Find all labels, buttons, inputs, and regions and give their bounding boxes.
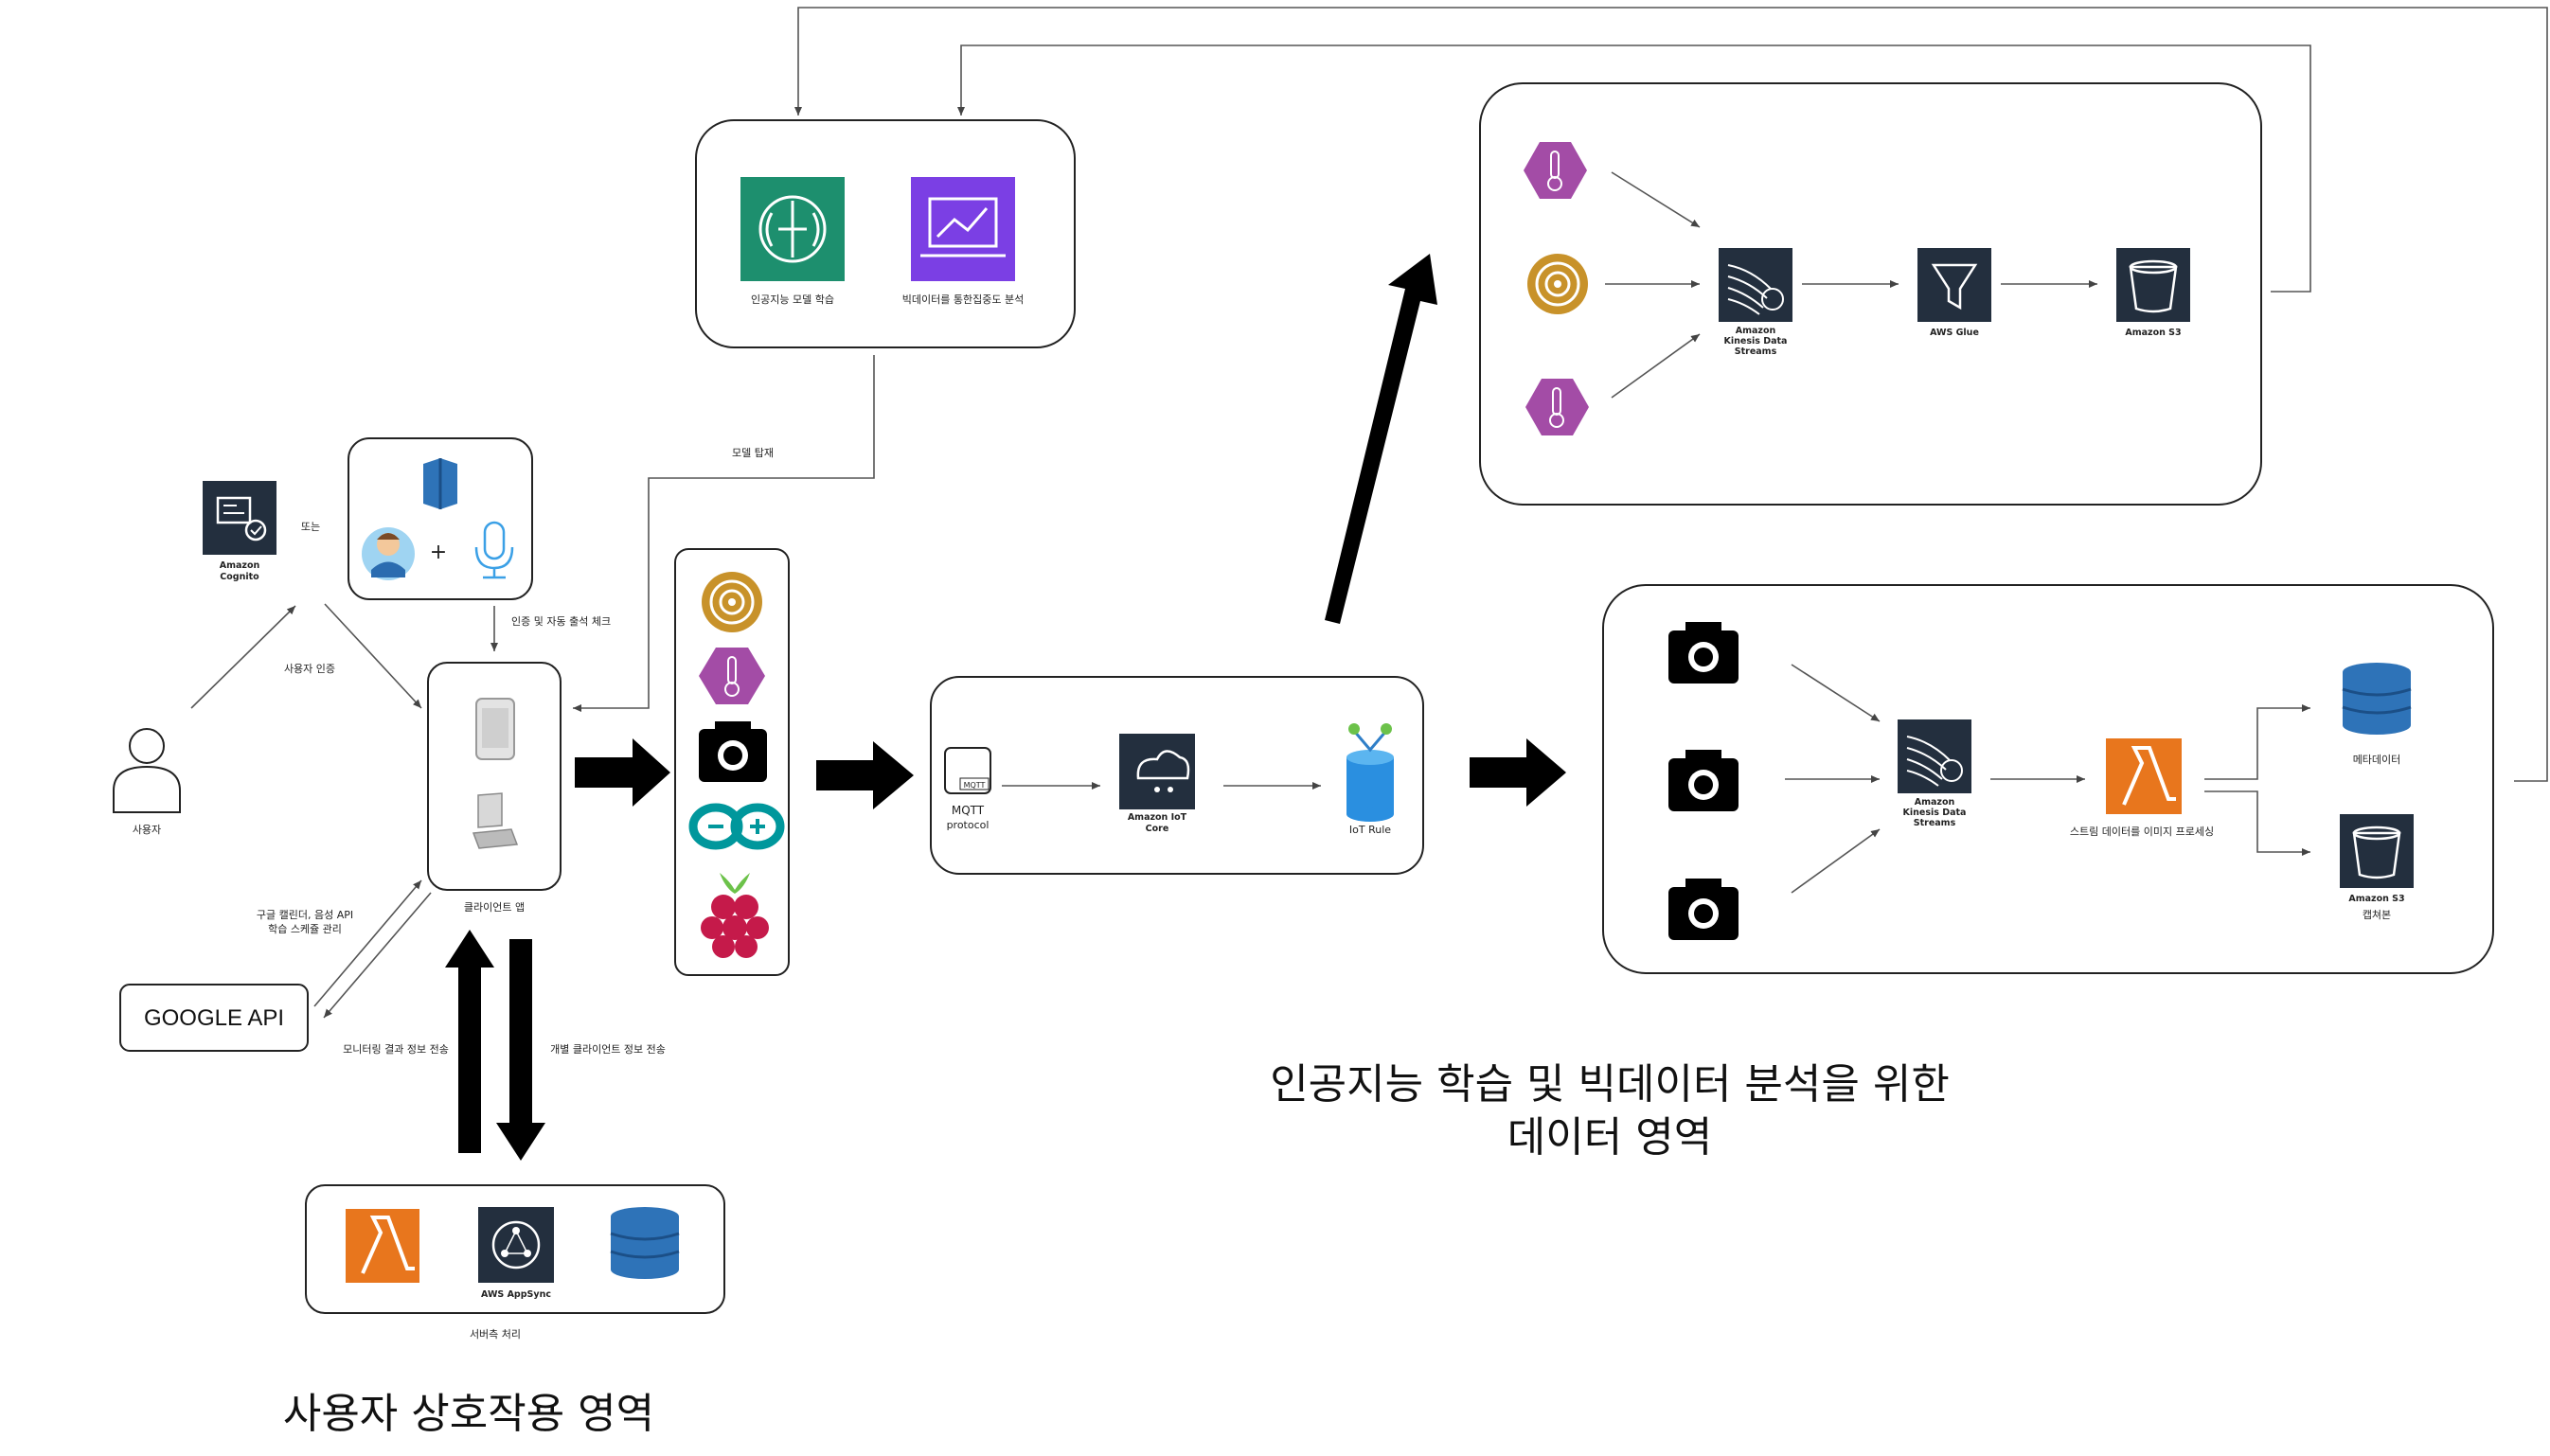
dynamodb-icon [610,1207,680,1279]
s3-icon-camera [2340,814,2414,888]
google-note-2: 학습 스케쥴 관리 [268,923,342,935]
app-to-devices-arrow [575,738,670,807]
desktop-computer-icon [472,792,519,849]
lambda-camera-label: 스트림 데이터를 이미지 프로세싱 [2070,826,2214,838]
capture-label: 캡쳐본 [2363,909,2391,921]
client-info-send-label: 개별 클라이언트 정보 전송 [550,1043,666,1056]
kinesis-sensor-label-3: Streams [1735,346,1777,357]
sensor-pipeline-box [1479,82,2262,506]
glue-icon [1917,248,1991,322]
metadata-label: 메타데이터 [2353,754,2401,766]
s3-camera-label: Amazon S3 [2348,894,2404,904]
microphone-icon [474,521,514,579]
cognito-label-1: Amazon [220,560,260,571]
monitor-send-label: 모니터링 결과 정보 전송 [343,1043,449,1056]
client-app-label: 클라이언트 앱 [464,901,525,914]
iot-core-label-1: Amazon IoT [1128,812,1187,823]
kinesis-icon-sensor [1719,248,1792,322]
mqtt-label-1: MQTT [952,804,985,817]
lambda-icon-camera [2106,738,2182,814]
camera-icon [699,721,767,782]
analytics-icon [911,177,1015,281]
iot-core-icon [1119,734,1195,809]
camera-bottom-to-kinesis-line [1791,828,1881,894]
iot-to-sensor-pipeline-arrow [1325,254,1437,624]
lambda-to-metadata-line [2204,704,2310,780]
data-area-title-2: 데이터 영역 [1507,1113,1712,1162]
glue-label: AWS Glue [1930,328,1979,338]
kinesis-icon-camera [1898,719,1971,793]
google-api-label: GOOGLE API [144,1005,284,1031]
user-to-cognito-line [190,605,296,709]
raspberry-pi-icon [701,873,769,958]
mqtt-icon [944,747,991,794]
iot-rule-label: IoT Rule [1349,824,1391,836]
sagemaker-icon [740,177,845,281]
down-arrow [496,939,545,1161]
mqtt-icon-text: MQTT [964,781,986,790]
iot-sensor-gold-icon [702,572,762,632]
or-label: 또는 [301,521,320,533]
camera-top-to-kinesis-line [1791,664,1881,722]
google-note-1: 구글 캘린더, 음성 API [257,909,353,921]
app-to-google-line [323,892,432,1019]
up-arrow [445,930,494,1153]
s3-icon-sensor [2116,248,2190,322]
lambda-icon [346,1209,419,1283]
data-area-title-1: 인공지능 학습 및 빅데이터 분석을 위한 [1270,1060,1950,1109]
user-label: 사용자 [133,824,161,836]
appsync-icon [478,1207,554,1283]
user-area-title: 사용자 상호작용 영역 [283,1390,654,1438]
kinesis-camera-label-2: Kinesis Data [1903,808,1967,818]
s3-sensor-label: Amazon S3 [2125,328,2181,338]
google-to-app-line [313,879,422,1007]
kinesis-sensor-label-2: Kinesis Data [1724,336,1788,346]
auth-check-label: 인증 및 자동 출석 체크 [511,615,611,628]
iot-core-label-2: Core [1146,824,1169,834]
temperature-sensor-icon-bottom [1525,379,1589,435]
iot-to-camera-pipeline-arrow [1470,738,1566,807]
client-app-box [427,662,562,891]
cognito-to-app-line [324,603,422,709]
user-icon [113,728,181,813]
user-auth-label: 사용자 인증 [284,663,335,675]
lambda-to-s3-line [2204,790,2310,856]
feedback-line-inner [957,44,2311,293]
plus-label: + [430,541,447,564]
sensor-bottom-to-kinesis-line [1611,333,1701,399]
sensor-top-to-kinesis-line [1611,171,1701,228]
model-deploy-label: 모델 탑재 [732,447,774,459]
temperature-sensor-icon [699,648,765,704]
appsync-label: AWS AppSync [481,1289,551,1300]
dynamodb-icon-metadata [2342,663,2412,735]
devices-to-iot-arrow [816,741,914,809]
user-face-icon [362,527,415,580]
iot-rule-icon [1346,723,1394,822]
camera-icon-middle [1668,750,1739,811]
ml-label: 인공지능 모델 학습 [751,293,834,306]
iot-sensor-gold-icon-middle [1527,254,1588,314]
kinesis-camera-label-1: Amazon [1915,797,1955,808]
kinesis-camera-label-3: Streams [1914,818,1956,828]
kinesis-sensor-label-1: Amazon [1736,326,1776,336]
cognito-label-2: Cognito [220,572,259,582]
temperature-sensor-icon-top [1524,142,1587,199]
server-label: 서버측 처리 [470,1328,521,1341]
cognito-icon [203,481,276,555]
rds-icon [423,458,457,509]
mqtt-label-2: protocol [947,819,990,831]
google-api-box [119,984,309,1052]
camera-icon-bottom [1668,879,1739,940]
analytics-label: 빅데이터를 통한집중도 분석 [902,293,1024,306]
camera-icon-top [1668,622,1739,684]
arduino-icon [688,803,785,850]
feedback-line-outer [794,7,2548,782]
smartphone-icon [475,698,515,760]
model-deploy-line [573,355,875,712]
